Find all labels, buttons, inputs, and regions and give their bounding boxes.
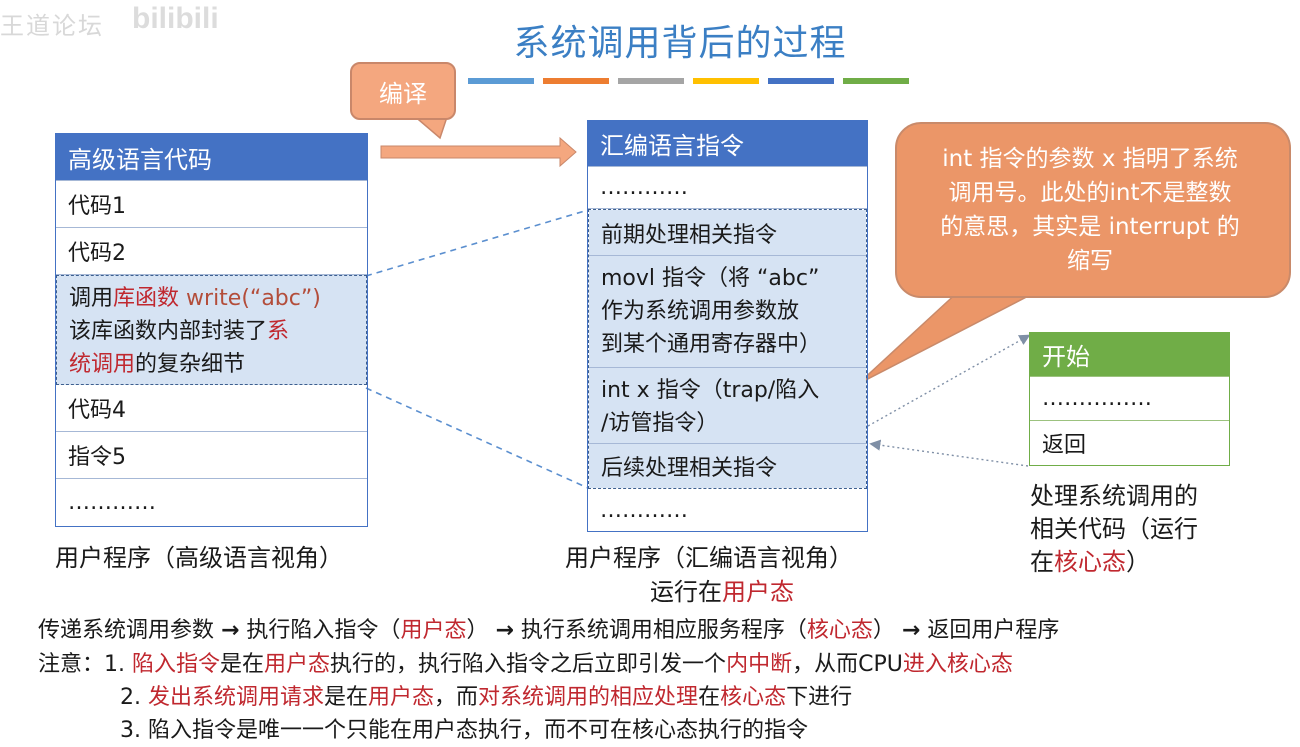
flow-summary: 传递系统调用参数 → 执行陷入指令（用户态） → 执行系统调用相应服务程序（核心…: [38, 618, 1060, 643]
table-header: 高级语言代码: [56, 134, 367, 181]
syscall-instruction-group: 前期处理相关指令 movl 指令（将 “abc” 作为系统调用参数放 到某个通用…: [588, 209, 867, 489]
note-3: 3. 陷入指令是唯一一个只能在用户态执行，而不可在核心态执行的指令: [120, 718, 808, 743]
title-stripe: [768, 78, 834, 84]
table-row: 代码1: [56, 181, 367, 228]
table-row: ……………: [1030, 377, 1229, 421]
page-title: 系统调用背后的过程: [513, 23, 847, 64]
post-processing-row: 后续处理相关指令: [589, 444, 866, 488]
arrow-right-icon: →: [221, 618, 240, 643]
watermark-text: 王道论坛: [0, 12, 104, 40]
table-row: 指令5: [56, 432, 367, 479]
note-1: 注意：1. 陷入指令是在用户态执行的，执行陷入指令之后立即引发一个内中断，从而C…: [38, 652, 1013, 677]
arrow-right-icon: →: [495, 618, 514, 643]
high-level-code-table: 高级语言代码 代码1 代码2 调用库函数 write(“abc”) 该库函数内部…: [55, 133, 368, 527]
title-stripe: [618, 78, 684, 84]
compile-bubble: 编译: [350, 62, 456, 120]
bilibili-logo: bilibili: [132, 2, 219, 35]
callout-pointer: [857, 289, 1041, 385]
int-instruction-row: int x 指令（trap/陷入 /访管指令）: [589, 368, 866, 444]
table-row: 代码2: [56, 228, 367, 275]
return-arrow: [869, 439, 1029, 467]
assembly-caption-mode: 运行在用户态: [650, 578, 794, 606]
callout-bubble: [895, 122, 1291, 298]
table-row: …………: [68, 490, 156, 515]
pre-processing-row: 前期处理相关指令: [589, 210, 866, 256]
movl-row: movl 指令（将 “abc” 作为系统调用参数放 到某个通用寄存器中）: [589, 256, 866, 368]
trap-arrow: [867, 334, 1031, 427]
kernel-caption: 处理系统调用的 相关代码（运行 在核心态）: [1030, 482, 1198, 576]
table-row: 返回: [1042, 433, 1087, 458]
callout-text: int 指令的参数 x 指明了系统 调用号。此处的int不是整数 的意思，其实是…: [940, 146, 1240, 274]
mapping-line: [365, 387, 589, 489]
high-level-caption: 用户程序（高级语言视角）: [55, 544, 343, 572]
title-stripe: [693, 78, 759, 84]
kernel-handler-table: 开始 …………… 返回: [1029, 332, 1230, 466]
library-call-row: 调用库函数 write(“abc”) 该库函数内部封装了系 统调用的复杂细节: [56, 275, 367, 385]
title-stripe: [843, 78, 909, 84]
compile-arrow-icon: [380, 136, 577, 168]
mapping-line: [365, 209, 589, 277]
table-row: 代码4: [56, 385, 367, 432]
table-row: …………: [600, 497, 688, 523]
table-header: 汇编语言指令: [588, 121, 867, 167]
table-header: 开始: [1030, 333, 1229, 377]
assembly-caption: 用户程序（汇编语言视角）: [565, 544, 853, 572]
title-stripe: [543, 78, 609, 84]
arrow-right-icon: →: [901, 618, 921, 643]
assembly-table: 汇编语言指令 ………… 前期处理相关指令 movl 指令（将 “abc” 作为系…: [587, 120, 868, 532]
table-row: …………: [588, 167, 867, 209]
note-2: 2. 发出系统调用请求是在用户态，而对系统调用的相应处理在核心态下进行: [120, 685, 853, 710]
title-stripe: [468, 78, 534, 84]
